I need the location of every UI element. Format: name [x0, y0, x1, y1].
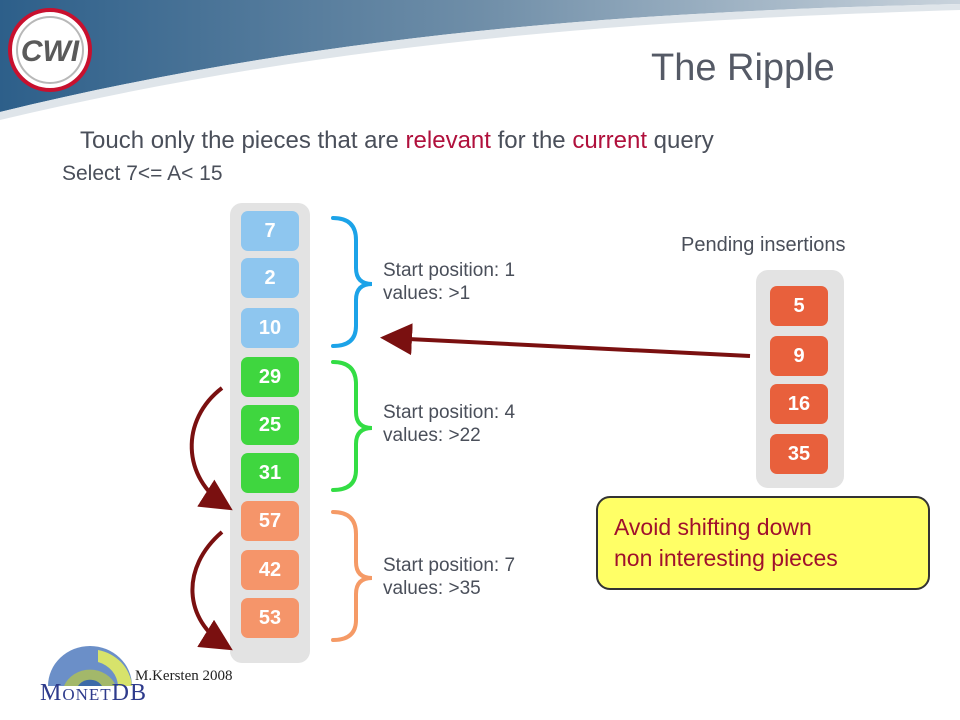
brace-group-1 [331, 216, 373, 348]
column-cell: 57 [241, 501, 299, 541]
cwi-logo: CWI [8, 8, 92, 92]
column-cell: 53 [241, 598, 299, 638]
pending-cell: 35 [770, 434, 828, 474]
monetdb-wordmark: MONETDB [40, 680, 148, 706]
column-cell: 29 [241, 357, 299, 397]
pending-title: Pending insertions [681, 234, 846, 256]
footer-author: M.Kersten 2008 [135, 668, 233, 684]
subtitle-current: current [572, 127, 648, 154]
column-cell: 2 [241, 258, 299, 298]
ripple-arrow-2 [190, 530, 233, 651]
monetdb-logo [48, 646, 132, 686]
pending-cell: 9 [770, 336, 828, 376]
column-cell: 31 [241, 453, 299, 493]
subtitle: Touch only the pieces that are relevant … [80, 127, 714, 154]
subtitle-relevant: relevant [405, 127, 491, 154]
cwi-logo-text: CWI [21, 35, 80, 68]
insertion-arrow [380, 323, 751, 358]
page-title: The Ripple [651, 47, 835, 89]
query-text: Select 7<= A< 15 [62, 162, 223, 185]
header-swoosh [0, 0, 960, 120]
brace-group-3 [331, 510, 373, 642]
brace-group-2 [331, 360, 373, 492]
ripple-arrow-1 [189, 386, 233, 511]
pending-cell: 16 [770, 384, 828, 424]
column-cell: 7 [241, 211, 299, 251]
column-cell: 10 [241, 308, 299, 348]
column-cell: 42 [241, 550, 299, 590]
pending-cell: 5 [770, 286, 828, 326]
column-cell: 25 [241, 405, 299, 445]
